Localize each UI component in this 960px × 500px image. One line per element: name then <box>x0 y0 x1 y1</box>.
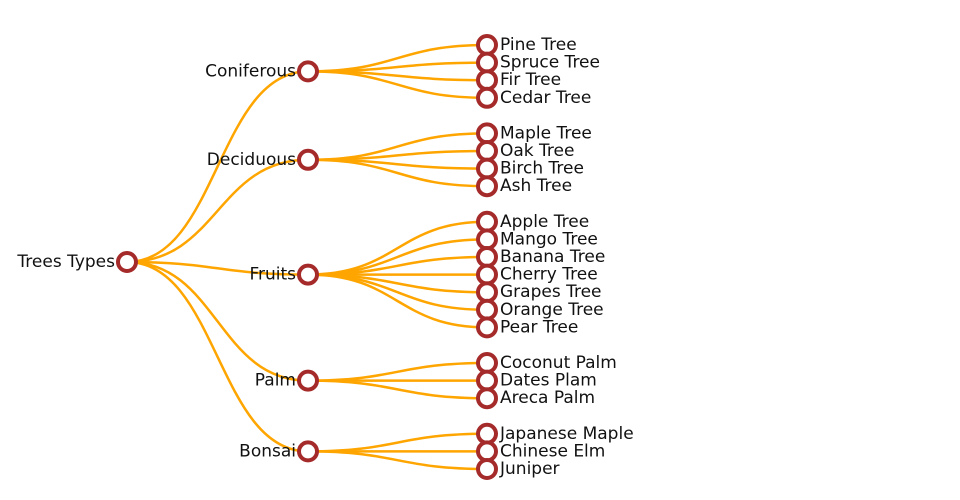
node-label: Birch Tree <box>500 159 584 179</box>
node-circle[interactable] <box>476 298 498 321</box>
node-circle[interactable] <box>476 69 498 92</box>
node-circle[interactable] <box>476 263 498 286</box>
link-leaf <box>307 361 488 382</box>
node-label: Pine Tree <box>500 35 577 55</box>
link-leaf <box>307 379 488 400</box>
node-circle[interactable] <box>476 228 498 251</box>
node-circle[interactable] <box>476 246 498 268</box>
node-circle[interactable] <box>476 352 498 374</box>
node-circle[interactable] <box>297 148 319 171</box>
node-label: Areca Palm <box>500 388 595 408</box>
node-circle[interactable] <box>476 369 498 392</box>
node-circle[interactable] <box>476 175 498 198</box>
leaf-node[interactable]: Oak Tree <box>476 140 574 162</box>
leaf-node[interactable]: Dates Plam <box>476 369 597 392</box>
node-circle[interactable] <box>476 122 498 145</box>
node-circle[interactable] <box>476 422 498 445</box>
leaf-node[interactable]: Cedar Tree <box>476 86 591 109</box>
node-label: Banana Tree <box>500 247 605 267</box>
node-label: Pear Tree <box>500 317 578 337</box>
node-circle[interactable] <box>476 157 498 180</box>
link-leaf <box>307 450 488 471</box>
node-label: Oak Tree <box>500 141 574 161</box>
node-circle[interactable] <box>476 440 498 463</box>
node-label: Ash Tree <box>500 176 572 196</box>
leaf-node[interactable]: Juniper <box>476 458 560 480</box>
node-label: Spruce Tree <box>500 53 600 73</box>
node-label: Fruits <box>249 265 296 285</box>
leaf-node[interactable]: Banana Tree <box>476 246 605 268</box>
category-node[interactable]: Deciduous <box>207 148 319 171</box>
node-label: Coconut Palm <box>500 353 617 373</box>
node-label: Deciduous <box>207 150 296 170</box>
node-circle[interactable] <box>297 369 319 392</box>
node-label: Fir Tree <box>500 70 561 90</box>
node-circle[interactable] <box>476 86 498 109</box>
root-node[interactable]: Trees Types <box>16 251 138 273</box>
leaf-node[interactable]: Pear Tree <box>476 316 578 339</box>
category-node[interactable]: Bonsai <box>239 440 319 463</box>
link-root-coniferous <box>126 70 309 264</box>
node-label: Cedar Tree <box>500 88 591 108</box>
link-leaf <box>307 273 488 329</box>
link-leaf <box>307 158 488 188</box>
category-node[interactable]: Palm <box>255 369 319 392</box>
node-label: Japanese Maple <box>499 424 634 444</box>
node-label: Grapes Tree <box>500 282 602 302</box>
links-layer <box>126 43 488 471</box>
category-node[interactable]: Fruits <box>249 263 319 286</box>
link-root-palm <box>126 260 309 382</box>
node-circle[interactable] <box>476 140 498 162</box>
node-circle[interactable] <box>297 440 319 463</box>
node-label: Apple Tree <box>500 212 589 232</box>
leaf-node[interactable]: Areca Palm <box>476 387 595 410</box>
link-leaf <box>307 70 488 100</box>
link-root-bonsai <box>126 260 309 453</box>
node-circle[interactable] <box>476 458 498 480</box>
node-circle[interactable] <box>297 60 319 83</box>
node-label: Chinese Elm <box>500 441 605 461</box>
leaf-node[interactable]: Chinese Elm <box>476 440 605 463</box>
node-label: Palm <box>255 371 296 391</box>
link-leaf <box>307 149 488 162</box>
leaf-node[interactable]: Birch Tree <box>476 157 584 180</box>
category-node[interactable]: Coniferous <box>205 60 319 83</box>
node-circle[interactable] <box>476 51 498 74</box>
link-root-fruits <box>126 260 309 276</box>
node-label: Cherry Tree <box>500 265 598 285</box>
node-circle[interactable] <box>116 251 138 273</box>
node-circle[interactable] <box>476 210 498 233</box>
node-label: Bonsai <box>239 441 296 461</box>
link-root-deciduous <box>126 158 309 264</box>
node-label: Orange Tree <box>500 300 604 320</box>
leaf-node[interactable]: Pine Tree <box>476 34 577 56</box>
link-leaf <box>307 61 488 73</box>
leaf-node[interactable]: Cherry Tree <box>476 263 598 286</box>
node-circle[interactable] <box>476 34 498 56</box>
node-circle[interactable] <box>476 387 498 410</box>
node-label: Coniferous <box>205 61 296 81</box>
node-label: Mango Tree <box>500 229 598 249</box>
leaf-node[interactable]: Ash Tree <box>476 175 572 198</box>
node-circle[interactable] <box>297 263 319 286</box>
node-label: Dates Plam <box>500 371 597 391</box>
node-circle[interactable] <box>476 316 498 339</box>
leaf-node[interactable]: Japanese Maple <box>476 422 634 445</box>
leaf-node[interactable]: Spruce Tree <box>476 51 600 74</box>
node-label: Trees Types <box>16 252 115 272</box>
node-label: Juniper <box>499 459 560 479</box>
link-leaf <box>307 432 488 453</box>
leaf-node[interactable]: Grapes Tree <box>476 281 602 304</box>
leaf-node[interactable]: Apple Tree <box>476 210 589 233</box>
node-label: Maple Tree <box>500 123 592 143</box>
node-circle[interactable] <box>476 281 498 304</box>
